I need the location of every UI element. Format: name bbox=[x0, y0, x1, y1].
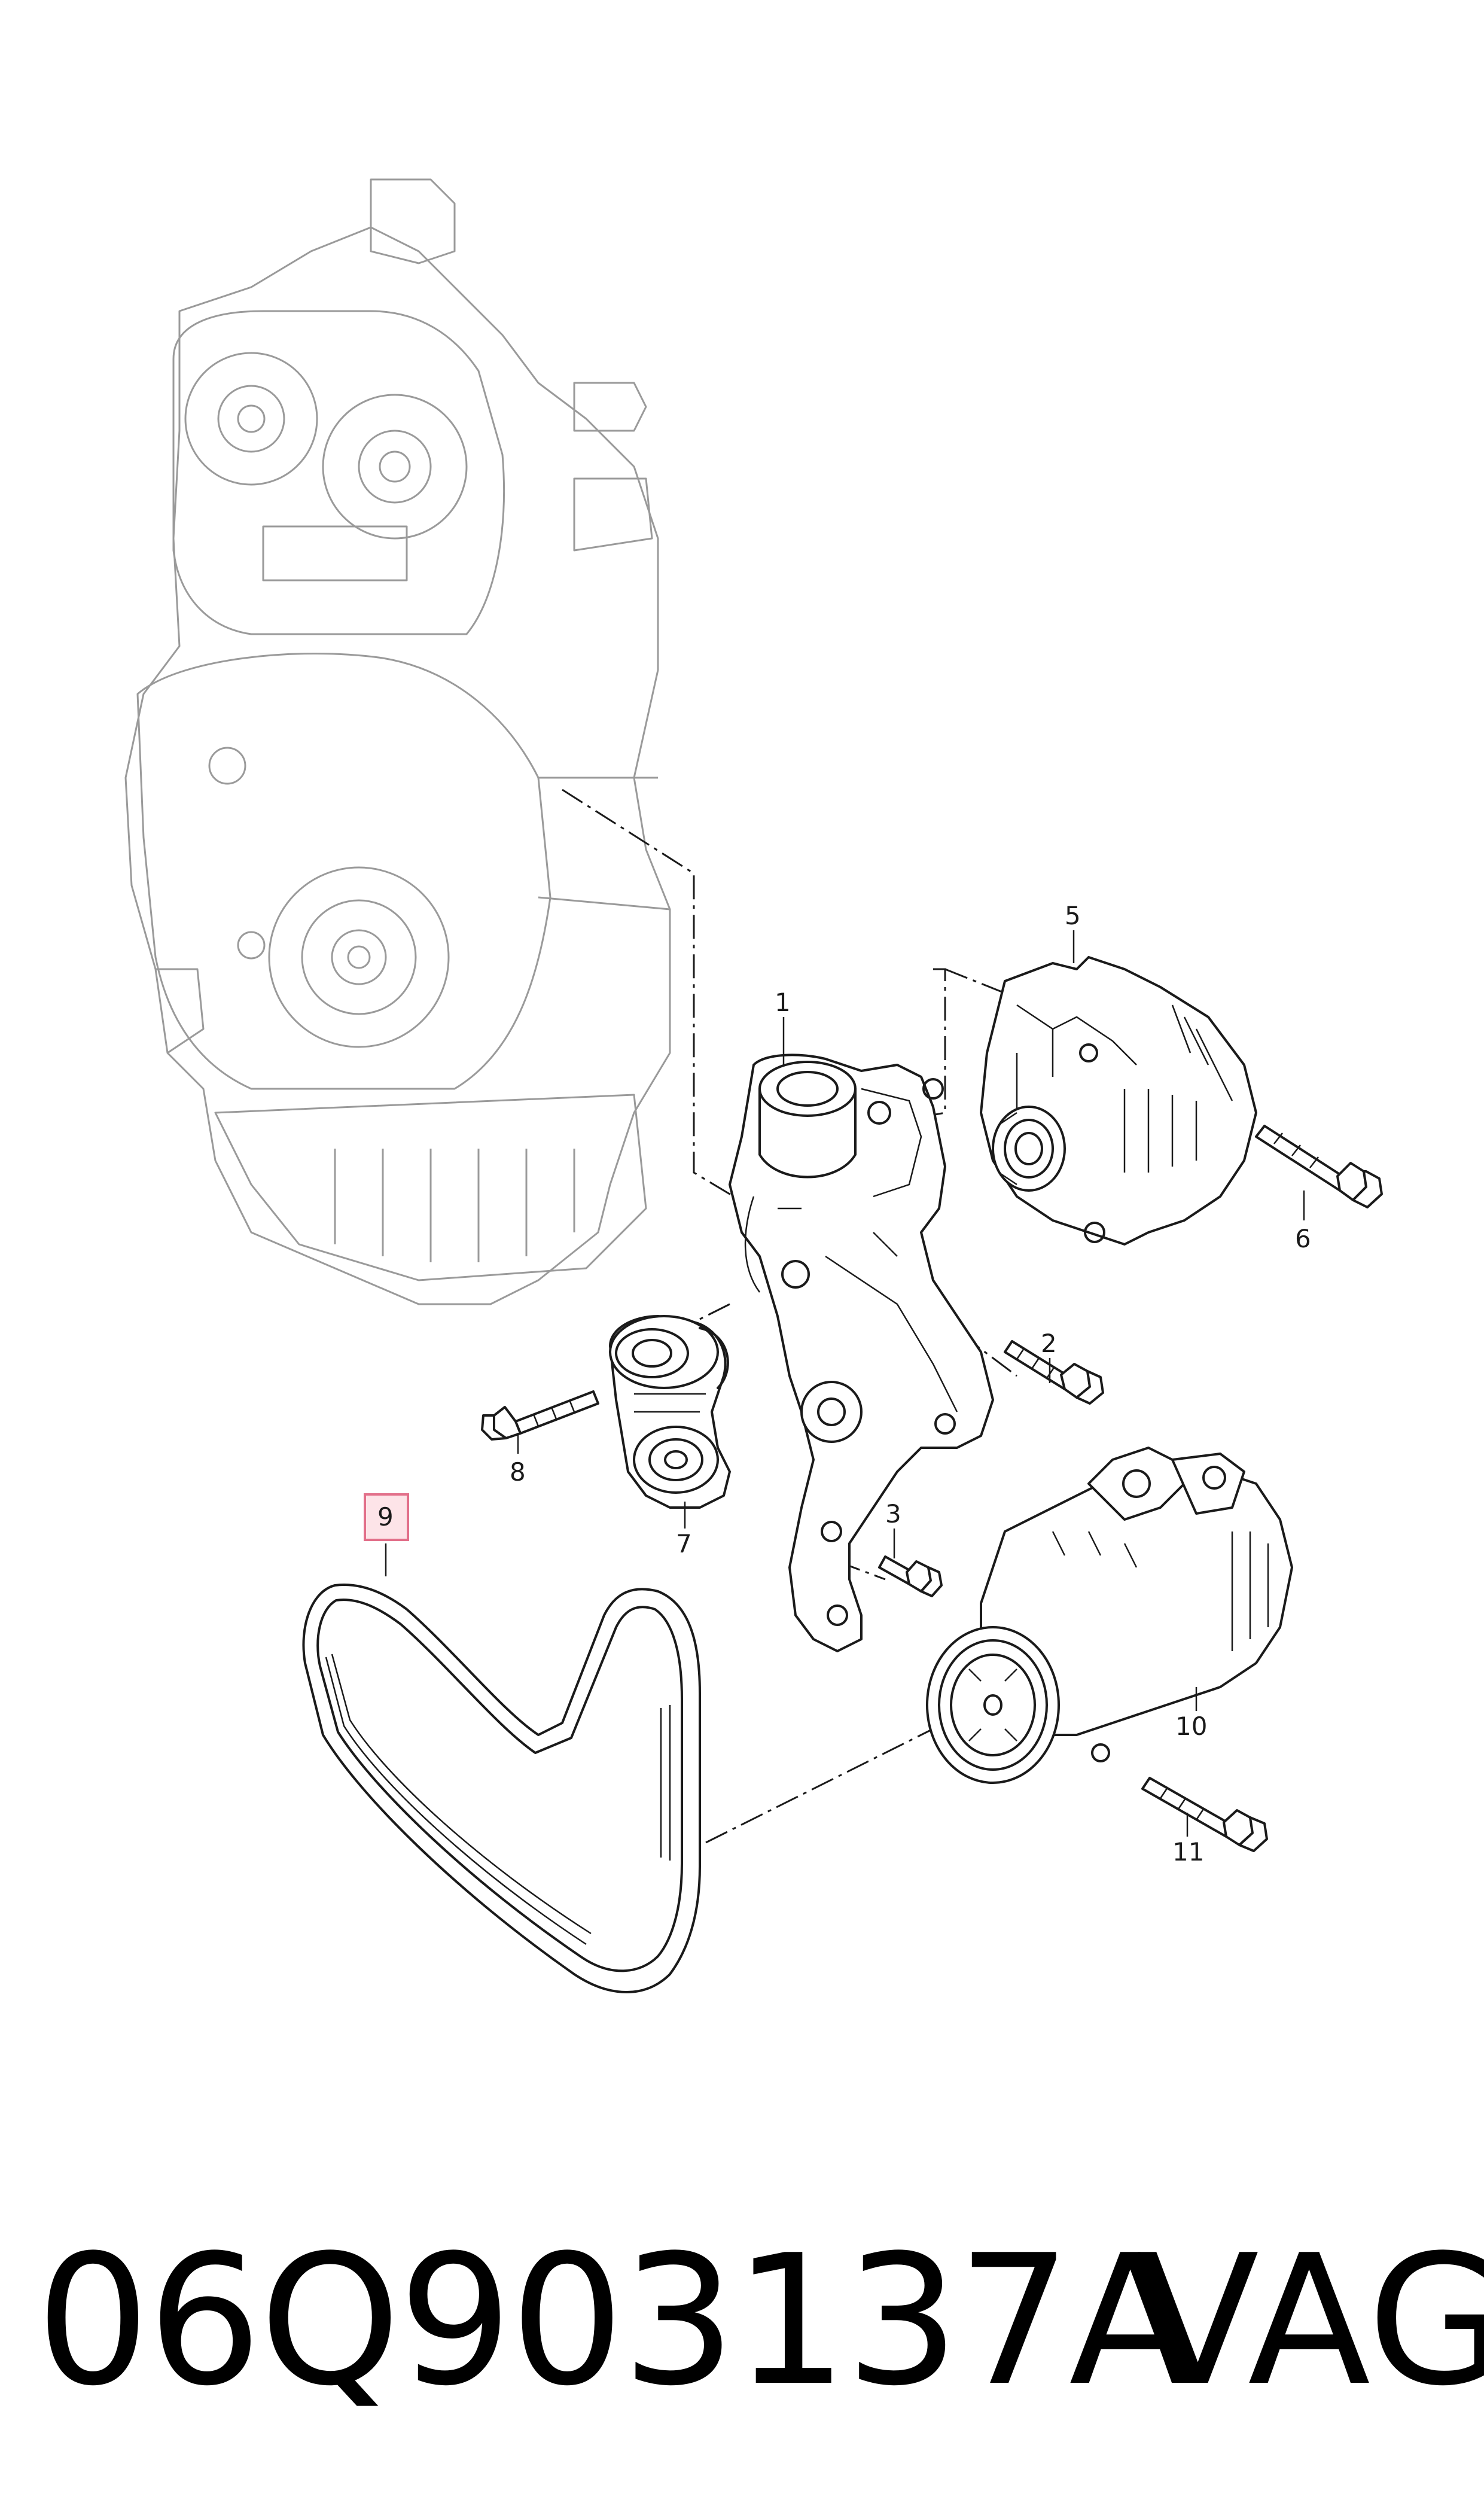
callout-10: 10 bbox=[1175, 1712, 1207, 1741]
callout-5: 5 bbox=[1065, 901, 1081, 930]
ribbed-v-belt bbox=[302, 1584, 701, 1993]
alternator bbox=[980, 956, 1257, 1246]
callout-2: 2 bbox=[1041, 1329, 1057, 1358]
brand-label: VAG bbox=[1136, 2216, 1484, 2425]
leader-lines bbox=[385, 930, 1305, 1837]
callout-9-highlight bbox=[364, 1493, 409, 1541]
callout-11: 11 bbox=[1172, 1837, 1204, 1867]
engine-block bbox=[124, 178, 671, 1305]
bolt-11 bbox=[1141, 1777, 1268, 1852]
bolt-3 bbox=[878, 1555, 943, 1597]
part-number: 06Q903137A bbox=[36, 2216, 1192, 2425]
bolt-6 bbox=[1255, 1125, 1383, 1208]
callout-8: 8 bbox=[510, 1457, 526, 1487]
callout-3: 3 bbox=[885, 1499, 901, 1529]
callout-9: 9 bbox=[377, 1502, 394, 1531]
callout-6: 6 bbox=[1295, 1224, 1311, 1253]
bolt-8 bbox=[481, 1390, 599, 1441]
footer: 06Q903137A VAG bbox=[0, 2208, 1484, 2459]
accessory-bracket bbox=[729, 1054, 994, 1652]
callout-7: 7 bbox=[676, 1529, 692, 1558]
callout-1: 1 bbox=[775, 988, 791, 1017]
ac-compressor bbox=[926, 1447, 1293, 1784]
callout-labels: 1 2 3 5 6 7 8 9 10 11 bbox=[364, 901, 1311, 1867]
belt-tensioner bbox=[609, 1315, 731, 1509]
bolt-2 bbox=[1004, 1340, 1104, 1405]
